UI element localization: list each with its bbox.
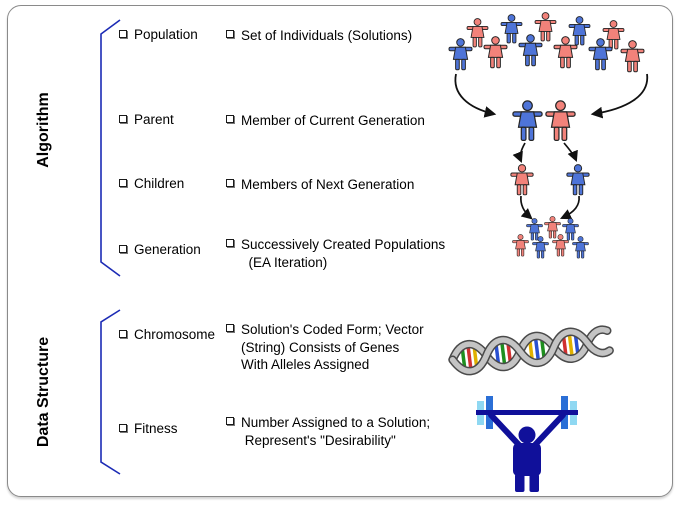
algorithm-brace <box>100 19 121 277</box>
definition-population: Set of Individuals (Solutions) <box>226 27 412 45</box>
children-to-generation-arrow-right <box>559 195 580 220</box>
definition-text: Member of Current Generation <box>241 113 425 128</box>
term-parent: Parent <box>119 112 174 129</box>
definition-fitness: Number Assigned to a Solution; Represent… <box>226 414 430 449</box>
definition-generation: Successively Created Populations (EA Ite… <box>226 236 445 271</box>
generation-illustration <box>512 216 589 259</box>
parents-illustration <box>512 100 576 142</box>
square-bullet-icon <box>119 179 127 187</box>
square-bullet-icon <box>119 245 127 253</box>
section-label-data-structure: Data Structure <box>35 336 52 448</box>
dna-helix-icon <box>448 325 614 376</box>
square-bullet-icon <box>119 330 127 338</box>
term-chromosome: Chromosome <box>119 327 215 344</box>
crowd-to-parents-arrow-left <box>454 73 497 118</box>
definition-text: Solution's Coded Form; Vector (String) C… <box>241 322 424 373</box>
crowd-to-parents-arrow-right <box>590 73 649 119</box>
term-fitness: Fitness <box>119 421 178 438</box>
parents-to-children-arrow-left <box>512 142 526 164</box>
definition-text: Set of Individuals (Solutions) <box>241 28 413 43</box>
square-bullet-icon <box>226 179 234 187</box>
weightlifter-icon <box>476 396 578 492</box>
children-illustration <box>510 164 590 196</box>
square-bullet-icon <box>226 324 234 332</box>
term-label: Population <box>134 27 198 42</box>
term-label: Children <box>134 176 185 191</box>
term-label: Fitness <box>134 421 178 436</box>
section-label-algorithm: Algorithm <box>35 92 52 168</box>
square-bullet-icon <box>226 30 234 38</box>
definition-chromosome: Solution's Coded Form; Vector (String) C… <box>226 321 424 374</box>
children-to-generation-arrow-left <box>520 195 533 220</box>
definition-parent: Member of Current Generation <box>226 112 425 130</box>
definition-text: Successively Created Populations (EA Ite… <box>241 237 446 270</box>
term-population: Population <box>119 27 198 44</box>
term-label: Generation <box>134 242 201 257</box>
square-bullet-icon <box>119 115 127 123</box>
definition-children: Members of Next Generation <box>226 176 414 194</box>
square-bullet-icon <box>119 424 127 432</box>
data-structure-brace <box>100 309 121 475</box>
square-bullet-icon <box>226 115 234 123</box>
definition-text: Members of Next Generation <box>241 177 415 192</box>
square-bullet-icon <box>226 417 234 425</box>
term-generation: Generation <box>119 242 201 259</box>
parents-to-children-arrow-right <box>563 142 578 163</box>
illustration-panel <box>448 12 649 492</box>
square-bullet-icon <box>226 239 234 247</box>
term-label: Parent <box>134 112 174 127</box>
term-children: Children <box>119 176 184 193</box>
term-label: Chromosome <box>134 327 216 342</box>
population-crowd-illustration <box>448 12 645 73</box>
definition-text: Number Assigned to a Solution; Represent… <box>241 415 431 448</box>
square-bullet-icon <box>119 30 127 38</box>
